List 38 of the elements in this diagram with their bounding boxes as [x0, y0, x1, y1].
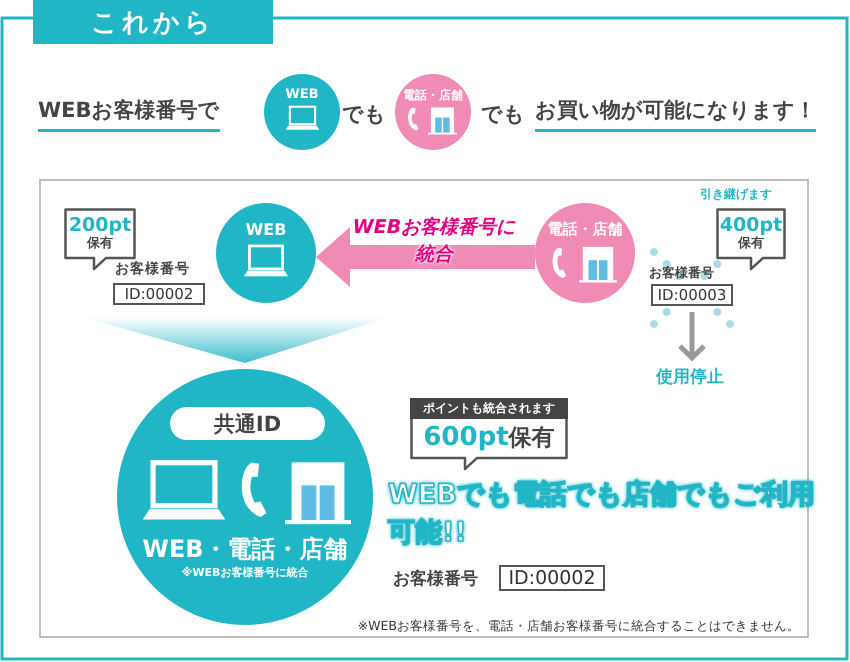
circle-note: ※WEBお客様番号に統合 — [180, 565, 310, 580]
points-note: 保有 — [738, 236, 764, 252]
circle-title: WEB — [284, 86, 320, 102]
points-note: 保有 — [87, 236, 113, 252]
headline-text: お買い物が可能になります！ — [535, 96, 816, 132]
pill-text: 共通ID — [214, 410, 282, 438]
heading-text: これから — [91, 6, 215, 40]
footnote-text: ※WEBお客様番号を、電話・店舗お客様番号に統合することはできません。 — [356, 618, 800, 635]
id-box — [651, 284, 733, 306]
heading-tab — [33, 0, 273, 44]
id-box — [499, 565, 605, 591]
status-text: 使用停止 — [656, 366, 724, 388]
headline-text: でも — [481, 101, 525, 128]
id-text: ID:00003 — [658, 286, 726, 304]
points-value: 400pt — [720, 214, 782, 236]
field-label: お客様番号 — [115, 260, 190, 278]
arrow — [316, 227, 535, 287]
circle-title: WEB — [244, 220, 288, 239]
field-label: お客様番号 — [393, 568, 478, 590]
arrow — [678, 312, 706, 360]
circle-title: WEB・電話・店舗 — [141, 534, 349, 565]
circle-title: 電話・店舗 — [546, 220, 624, 239]
carry-over-note: 引き継げます — [700, 186, 772, 203]
tagline-text: WEBでも電話でも店舗でもご利用可能!! — [388, 477, 816, 550]
headline-text: WEBお客様番号で — [38, 96, 220, 132]
points-value: 600pt — [423, 422, 509, 452]
id-box — [113, 283, 205, 305]
headline-text: でも — [342, 101, 386, 128]
id-text: ID:00002 — [508, 567, 596, 589]
speech-bubble — [410, 398, 568, 470]
points-note: 保有 — [508, 424, 555, 453]
edge-label: WEBお客様番号に統合 — [352, 215, 516, 267]
circle-title: 電話・店舗 — [402, 86, 464, 104]
field-label: お客様番号 — [649, 264, 714, 282]
id-pill — [170, 407, 325, 440]
bubble-header: ポイントも統合されます — [422, 400, 556, 417]
id-text: ID:00002 — [124, 285, 194, 303]
points-value: 200pt — [68, 214, 132, 236]
